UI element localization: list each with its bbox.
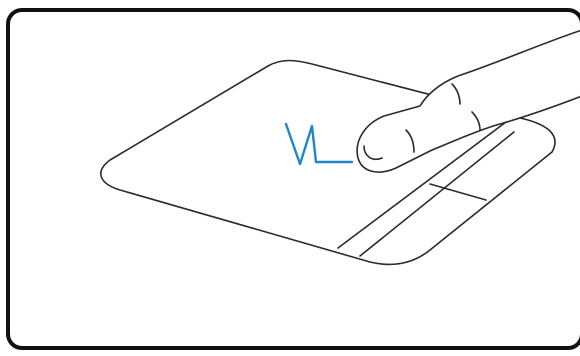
touchpad-gesture-illustration [0,0,580,356]
illustration-canvas [0,0,580,356]
